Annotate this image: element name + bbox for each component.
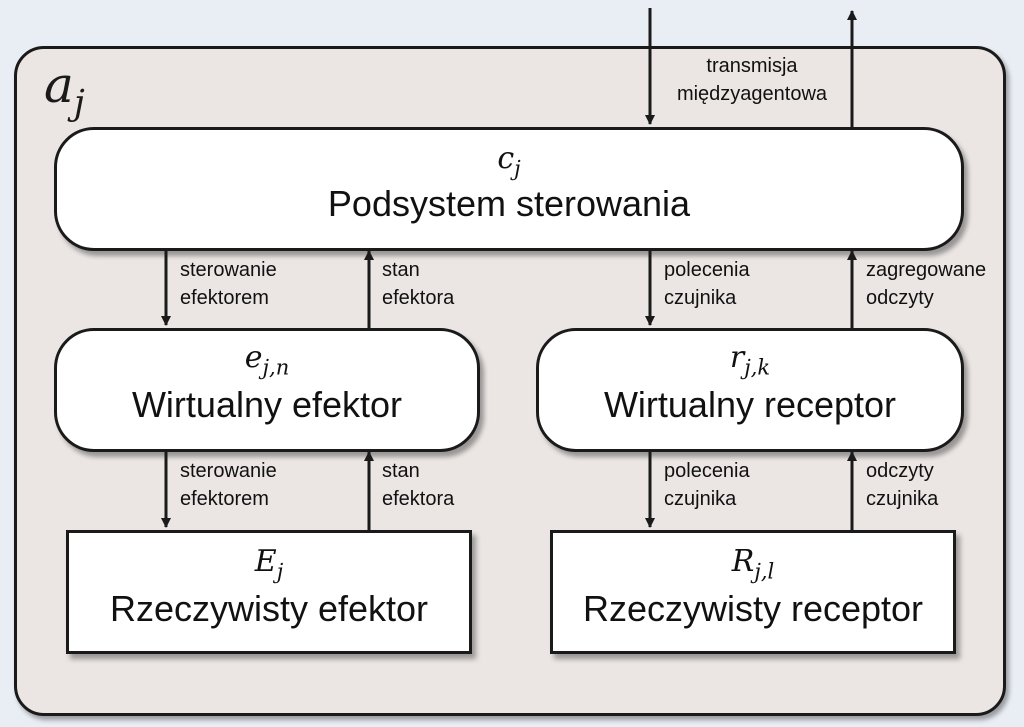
control-subsystem-block: cj Podsystem sterowania: [54, 127, 964, 251]
real-receptor-name: Rzeczywisty receptor: [582, 588, 924, 629]
control-subsystem-name: Podsystem sterowania: [327, 183, 691, 224]
real-receptor-symbol: Rj,l: [731, 544, 775, 584]
control-subsystem-symbol: cj: [497, 141, 521, 181]
agent-symbol: aj: [44, 56, 85, 124]
virtual-effector-symbol: ej,n: [244, 340, 290, 380]
real-effector-name: Rzeczywisty efektor: [109, 588, 429, 629]
virtual-effector-name: Wirtualny efektor: [131, 384, 403, 425]
virtual-receptor-block: rj,k Wirtualny receptor: [536, 328, 964, 452]
virtual-receptor-symbol: rj,k: [729, 340, 771, 380]
real-receptor-block: Rj,l Rzeczywisty receptor: [550, 530, 956, 654]
real-effector-symbol: Ej: [254, 544, 284, 584]
real-effector-block: Ej Rzeczywisty efektor: [66, 530, 472, 654]
virtual-receptor-name: Wirtualny receptor: [603, 384, 897, 425]
virtual-effector-block: ej,n Wirtualny efektor: [54, 328, 480, 452]
